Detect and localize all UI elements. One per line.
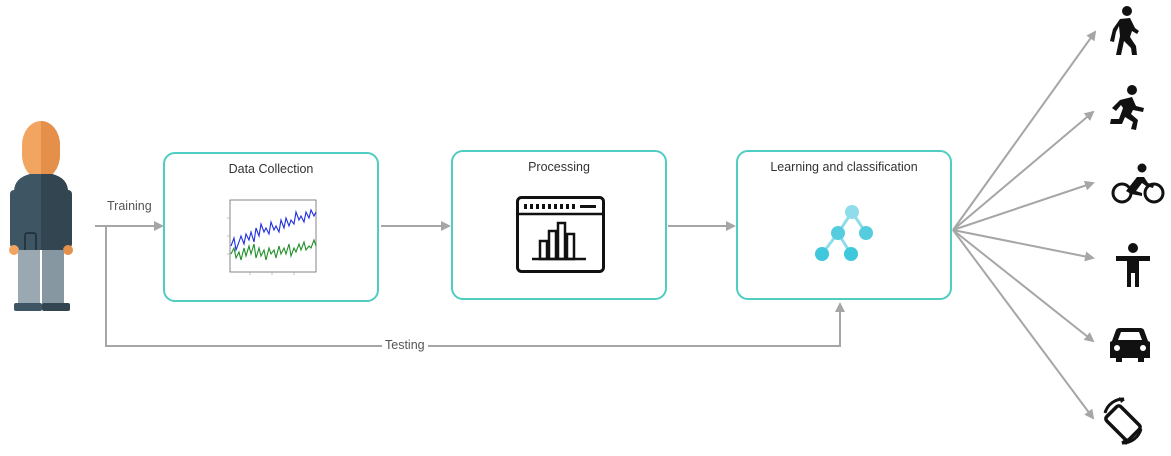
data-collection-title: Data Collection xyxy=(228,162,314,176)
person-icon xyxy=(9,121,73,311)
standing-icon xyxy=(1116,243,1150,287)
learning-title: Learning and classification xyxy=(770,160,918,174)
testing-arrow xyxy=(105,226,845,347)
data-collection-box: Data Collection xyxy=(163,152,379,302)
training-label: Training xyxy=(104,199,155,213)
walking-icon xyxy=(1110,6,1139,55)
phone-rotation-icon xyxy=(1103,397,1143,445)
testing-label: Testing xyxy=(382,338,428,352)
output-arrows xyxy=(952,30,1097,420)
running-icon xyxy=(1110,85,1144,130)
cycling-icon xyxy=(1111,163,1165,204)
car-icon xyxy=(1110,328,1150,362)
processing-title: Processing xyxy=(528,160,590,174)
learning-box: Learning and classification xyxy=(736,150,952,300)
processing-box: Processing xyxy=(451,150,667,300)
